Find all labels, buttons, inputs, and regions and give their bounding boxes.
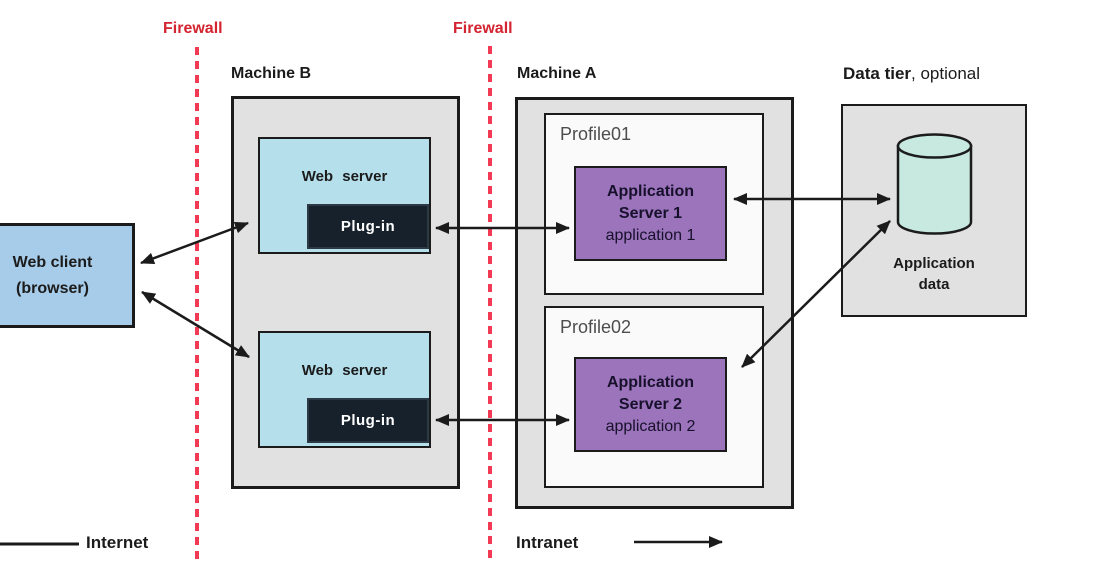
firewall-2-label: Firewall xyxy=(453,20,513,37)
as2-line3: application 2 xyxy=(605,417,696,435)
data-tier-label: Data tier, optional xyxy=(843,64,980,84)
application-data-line1: Application xyxy=(893,255,975,272)
web-client-line2: (browser) xyxy=(16,279,89,297)
machine-a-label: Machine A xyxy=(517,65,597,82)
data-tier-label-bold: Data tier xyxy=(843,64,912,83)
web-client-box: Web client (browser) xyxy=(0,223,135,328)
as2-line1: Application xyxy=(606,373,695,391)
application-data-line2: data xyxy=(918,276,950,293)
application-server-1-box: Application Server 1 application 1 xyxy=(574,166,727,261)
intranet-label: Intranet xyxy=(516,533,579,552)
data-tier-label-suffix: , optional xyxy=(911,64,981,83)
machine-b-label: Machine B xyxy=(231,65,312,82)
web-server-2-label: Web server xyxy=(301,362,388,379)
profile02-label: Profile02 xyxy=(560,317,632,337)
plugin-1-box: Plug-in xyxy=(307,204,429,249)
as1-line1: Application xyxy=(606,182,695,200)
web-server-1-label: Web server xyxy=(301,168,388,185)
internet-label: Internet xyxy=(86,533,149,552)
as1-line3: application 1 xyxy=(605,226,696,244)
web-client-line1: Web client xyxy=(12,253,93,271)
as1-line2: Server 1 xyxy=(618,204,683,222)
firewall-1-label: Firewall xyxy=(163,20,223,37)
application-server-2-box: Application Server 2 application 2 xyxy=(574,357,727,452)
plugin-1-label: Plug-in xyxy=(340,218,396,235)
application-data-label: Application data xyxy=(849,253,1019,295)
plugin-2-box: Plug-in xyxy=(307,398,429,443)
plugin-2-label: Plug-in xyxy=(340,412,396,429)
profile01-label: Profile01 xyxy=(560,124,632,144)
as2-line2: Server 2 xyxy=(618,395,683,413)
